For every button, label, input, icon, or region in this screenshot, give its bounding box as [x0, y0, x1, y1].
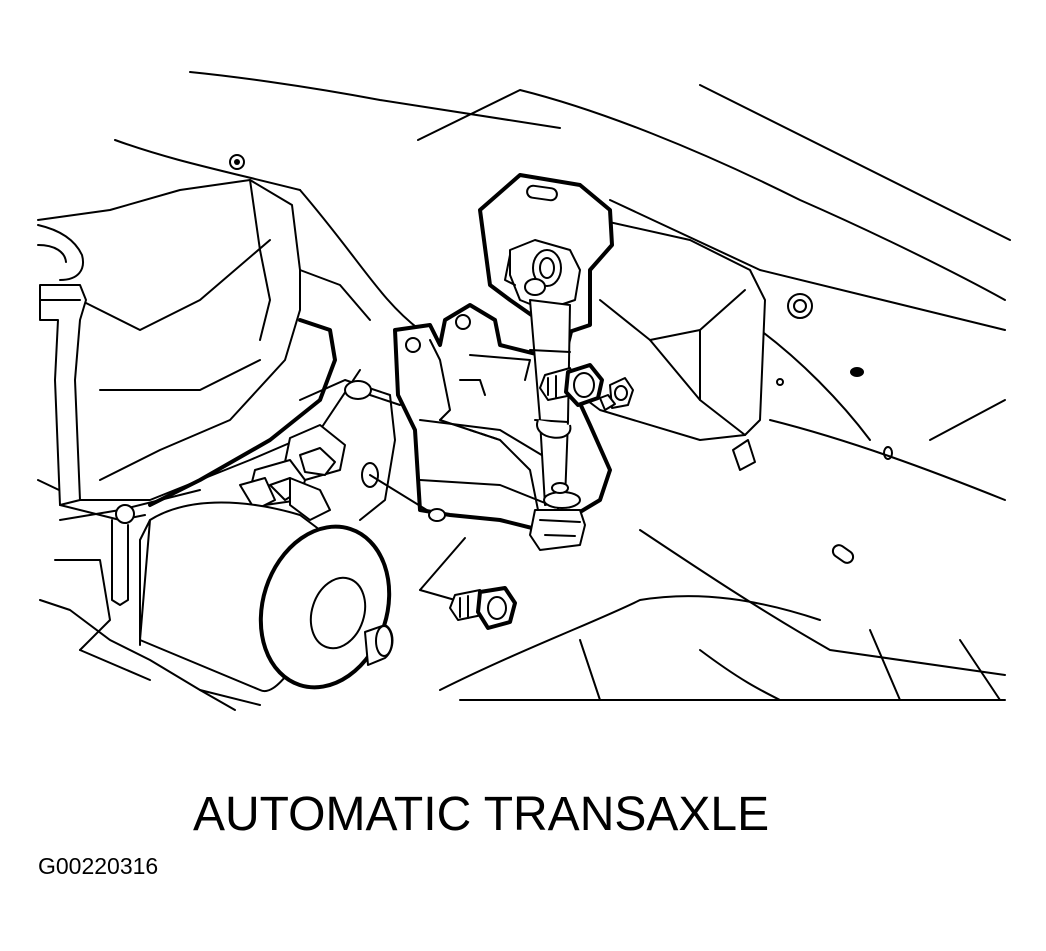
figure-code: G00220316 [38, 853, 159, 879]
panel-holes [229, 154, 893, 564]
mount-bolt-lower [419, 537, 517, 630]
guide-lines [369, 394, 431, 513]
transaxle-housing [239, 379, 396, 521]
filler-tube [37, 224, 146, 606]
mount-stud [529, 299, 586, 551]
wing-nut [599, 377, 634, 411]
body-panel-lines [114, 71, 1011, 701]
starter-motor [139, 501, 394, 706]
mount-bolt-upper [539, 363, 604, 407]
diagram-caption: AUTOMATIC TRANSAXLE [193, 788, 770, 841]
upper-mount-bracket [478, 173, 614, 337]
